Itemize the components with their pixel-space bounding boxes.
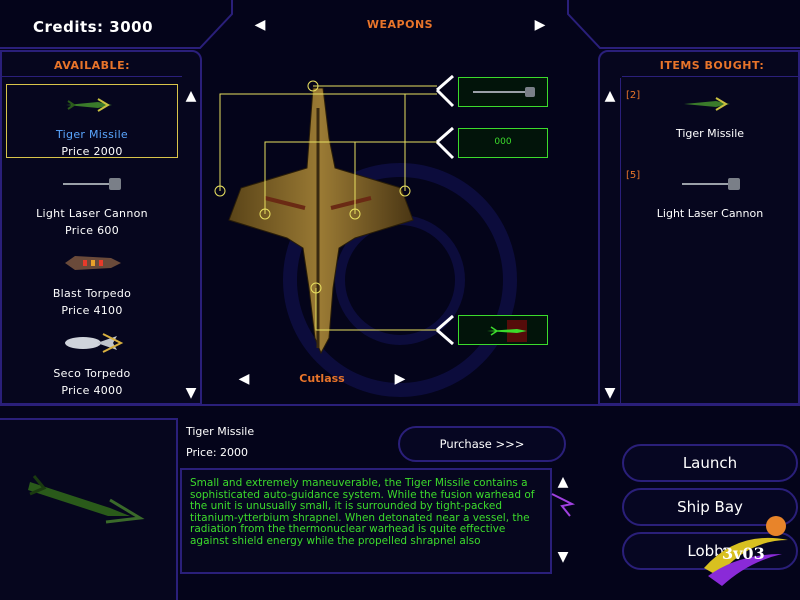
laser-cannon-icon [473, 87, 535, 97]
bought-scroll-down-icon[interactable]: ▼ [604, 385, 616, 401]
category-title: WEAPONS [366, 18, 434, 31]
item-preview-panel [0, 418, 178, 600]
seco-torpedo-icon [65, 333, 124, 353]
bought-item-light-laser-cannon[interactable]: [5] Light Laser Cannon [622, 164, 798, 238]
bought-item-name: Light Laser Cannon [656, 207, 764, 220]
available-title: AVAILABLE: [54, 59, 130, 72]
hardpoint-lines [214, 74, 455, 346]
detail-item-price: Price: 2000 [186, 446, 249, 459]
item-name: Seco Torpedo [53, 367, 131, 380]
launch-button[interactable]: Launch [622, 444, 798, 482]
bought-count: [5] [626, 170, 641, 181]
ship-name: Cutlass [299, 372, 345, 385]
tiger-missile-icon [487, 320, 527, 342]
logo-text: 3v03 [722, 544, 765, 563]
category-selector: ◀ WEAPONS ▶ [248, 10, 552, 40]
launch-label: Launch [682, 454, 738, 472]
cursor-icon [551, 493, 576, 517]
item-price: Price 4000 [61, 384, 123, 397]
detail-item-name: Tiger Missile [186, 425, 255, 438]
ship-image [228, 87, 414, 355]
logo-swoosh-icon [704, 516, 788, 586]
bought-scroll-up-icon[interactable]: ▲ [604, 88, 616, 104]
hardpoint-slot-top[interactable] [458, 77, 548, 107]
divider [2, 76, 182, 77]
items-bought-title: ITEMS BOUGHT: [659, 59, 765, 72]
credits-label: Credits: 3000 [33, 18, 154, 36]
tiger-missile-icon [66, 98, 112, 112]
purchase-label: Purchase >>> [439, 437, 525, 451]
available-item-blast-torpedo[interactable]: Blast Torpedo Price 4100 [6, 244, 178, 318]
tiger-missile-preview-icon [28, 475, 145, 524]
blast-torpedo-icon [65, 256, 121, 270]
divider [620, 78, 621, 403]
available-scroll-up-icon[interactable]: ▲ [185, 88, 197, 104]
ship-prev-arrow-icon[interactable]: ◀ [238, 371, 250, 387]
bought-item-name: Tiger Missile [675, 127, 745, 140]
purchase-button[interactable]: Purchase >>> [398, 426, 566, 462]
category-prev-arrow-icon[interactable]: ◀ [254, 17, 266, 33]
laser-cannon-icon [63, 178, 121, 190]
laser-cannon-icon [682, 178, 740, 190]
game-logo: 3v03 [698, 510, 794, 590]
available-item-light-laser-cannon[interactable]: Light Laser Cannon Price 600 [6, 164, 178, 238]
item-price: Price 2000 [61, 145, 123, 158]
hardpoint-slot-bottom[interactable] [458, 315, 548, 345]
ship-view [205, 48, 597, 398]
ship-selector: ◀ Cutlass ▶ [232, 368, 412, 390]
bought-item-tiger-missile[interactable]: [2] Tiger Missile [622, 84, 798, 158]
item-name: Light Laser Cannon [36, 207, 148, 220]
hardpoint-slot-middle[interactable]: 000 [458, 128, 548, 158]
tiger-missile-icon [684, 97, 730, 111]
description-scroll-down-icon[interactable]: ▼ [557, 549, 569, 565]
available-scroll-down-icon[interactable]: ▼ [185, 385, 197, 401]
ship-next-arrow-icon[interactable]: ▶ [394, 371, 406, 387]
ship-bay-label: Ship Bay [677, 498, 743, 516]
description-scroll-up-icon[interactable]: ▲ [557, 474, 569, 490]
divider [622, 76, 800, 77]
description-panel: Small and extremely maneuverable, the Ti… [180, 468, 552, 574]
available-panel: AVAILABLE: Tiger Missile Price 2000 Ligh… [0, 50, 202, 405]
items-bought-panel: ITEMS BOUGHT: [2] Tiger Missile [5] Ligh… [598, 50, 800, 405]
item-price: Price 600 [64, 224, 120, 237]
description-text: Small and extremely maneuverable, the Ti… [190, 478, 535, 547]
category-next-arrow-icon[interactable]: ▶ [534, 17, 546, 33]
bought-count: [2] [626, 90, 641, 101]
slot-label: 000 [494, 137, 512, 147]
available-item-seco-torpedo[interactable]: Seco Torpedo Price 4000 [6, 324, 178, 398]
item-price: Price 4100 [61, 304, 123, 317]
item-name: Blast Torpedo [52, 287, 132, 300]
available-item-tiger-missile[interactable]: Tiger Missile Price 2000 [6, 84, 178, 158]
item-name: Tiger Missile [56, 128, 128, 141]
